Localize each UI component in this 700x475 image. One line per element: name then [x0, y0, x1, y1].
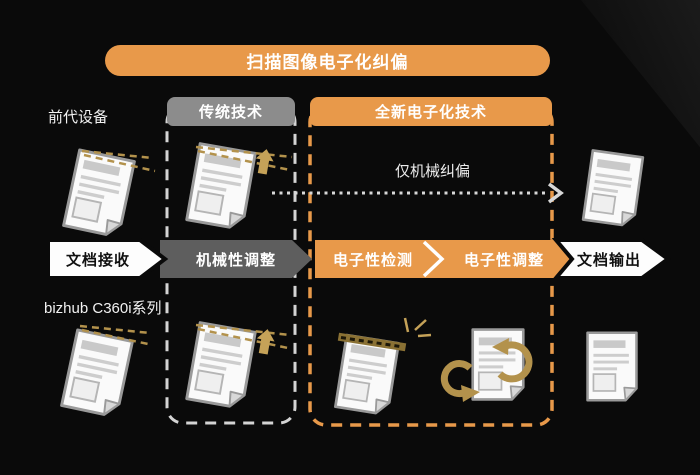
stage-shape-mechanical-adjust: [160, 240, 312, 278]
stage-label-mechanical-adjust: 机械性调整: [195, 251, 276, 269]
skew-angle-dashes: [79, 145, 293, 350]
stage-shape-doc-output: [551, 238, 672, 280]
traditional-tech-header: 传统技术: [167, 97, 295, 126]
edge-detection-bar: [337, 332, 407, 352]
stage-label-electronic-adjust: 电子性调整: [463, 251, 544, 269]
detection-flash-icon: [403, 317, 432, 338]
stage-shape-doc-receive: [46, 238, 169, 280]
stage-shape-electronic: [315, 240, 576, 278]
stage-label-doc-receive: 文档接收: [65, 251, 130, 269]
electronic-tech-header: 全新电子化技术: [310, 97, 552, 126]
page-title: 扫描图像电子化纠偏: [105, 45, 550, 76]
legacy-device-label: 前代设备: [48, 109, 109, 126]
stage-label-electronic-detect: 电子性检测: [332, 251, 413, 269]
mechanical-only-dotted-arrow: [272, 182, 564, 204]
stage-label-doc-output: 文档输出: [576, 251, 641, 269]
stage-separator-chevron-icon: [422, 240, 445, 278]
bizhub-series-label: bizhub C360i系列: [44, 300, 162, 317]
rotate-arrows-icon: [440, 338, 533, 402]
mechanical-only-label: 仅机械纠偏: [394, 163, 470, 180]
mechanical-adjust-up-arrow-icon: [255, 149, 275, 355]
